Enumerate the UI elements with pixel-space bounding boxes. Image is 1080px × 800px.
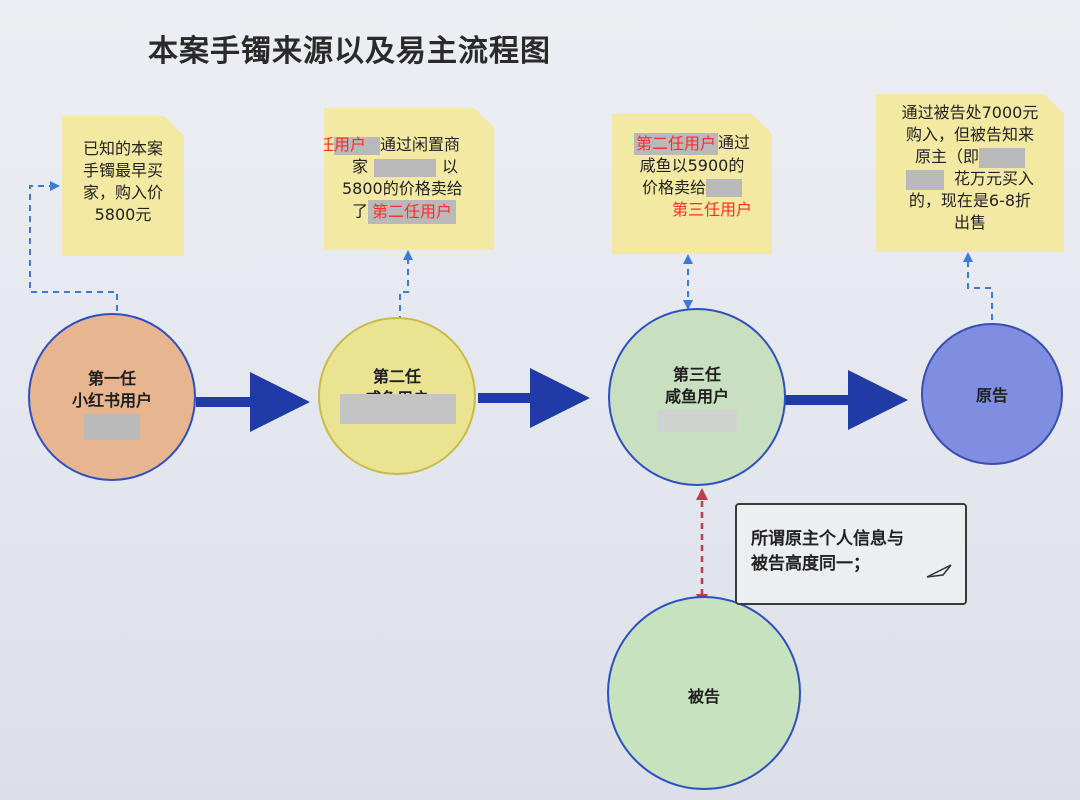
note-line: 已知的本案 bbox=[82, 139, 163, 158]
note-second-owner: 第一任用户通过闲置商 家以 5800的价格卖给 了第二任用户 bbox=[324, 108, 494, 250]
node-line: 咸鱼用户 bbox=[664, 387, 729, 406]
note-line: 价格卖给 bbox=[641, 177, 706, 197]
note-line: 购入，但被告知来 bbox=[905, 125, 1034, 144]
note-line: 家 bbox=[352, 157, 369, 176]
node-line: 被告 bbox=[687, 687, 720, 706]
node-plaintiff bbox=[921, 323, 1063, 465]
node-line: 小红书用户 bbox=[71, 391, 152, 410]
note-plaintiff: 通过被告处7000元 购入，但被告知来 原主（即 花万元买入 的，现在是6-8折… bbox=[876, 94, 1064, 252]
note-line: 手镯最早买 bbox=[82, 161, 163, 180]
label-first-owner: 第一任 小红书用户 bbox=[42, 368, 182, 440]
dashed-connector-plaintiff bbox=[963, 252, 993, 320]
dashed-connector-second bbox=[399, 250, 413, 322]
redacted-block bbox=[374, 159, 436, 177]
note-line: 了 bbox=[352, 201, 369, 221]
redacted-block bbox=[84, 414, 140, 440]
note-line: 的，现在是6-8折 bbox=[908, 191, 1032, 210]
note-line: 家，购入价 bbox=[82, 183, 163, 202]
callout-line: 被告高度同一； bbox=[751, 554, 870, 574]
note-line: 通过被告处7000元 bbox=[901, 103, 1039, 122]
third-user-red-label: 第三任用户 bbox=[671, 199, 752, 219]
redacted-block bbox=[340, 394, 456, 424]
note-line: 出售 bbox=[953, 213, 986, 232]
note-line: 5800的价格卖给 bbox=[342, 179, 463, 198]
redacted-block bbox=[657, 410, 737, 432]
second-user-red-label: 第二任用户 bbox=[635, 133, 716, 153]
callout-line: 所谓原主个人信息与 bbox=[751, 529, 904, 549]
note-line: 通过闲置商 bbox=[380, 135, 461, 154]
callout-box: 所谓原主个人信息与 被告高度同一； bbox=[735, 503, 967, 605]
note-line: 原主（即 bbox=[914, 147, 979, 166]
dashed-connector-first bbox=[29, 181, 118, 322]
redacted-block bbox=[334, 137, 380, 155]
note-line: 花万元买入 bbox=[953, 169, 1034, 188]
note-line: 咸鱼以5900的 bbox=[639, 155, 745, 175]
node-line: 第二任 bbox=[372, 367, 421, 386]
note-line: 以 bbox=[442, 157, 459, 176]
diagram-title: 本案手镯来源以及易主流程图 bbox=[148, 34, 551, 69]
redacted-block bbox=[706, 179, 742, 197]
label-second-owner: 第二任 咸鱼用户 bbox=[330, 366, 464, 424]
label-plaintiff: 原告 bbox=[942, 385, 1042, 407]
node-line: 第三任 bbox=[672, 365, 721, 384]
redacted-block bbox=[906, 170, 944, 190]
redacted-block bbox=[979, 148, 1025, 168]
note-line: 5800元 bbox=[94, 205, 152, 224]
node-line: 原告 bbox=[975, 386, 1008, 405]
pen-mark-icon bbox=[926, 564, 952, 578]
note-third-owner: 第二任用户通过 咸鱼以5900的 价格卖给 第三任用户 bbox=[612, 114, 772, 254]
label-third-owner: 第三任 咸鱼用户 bbox=[627, 364, 767, 432]
note-first-owner: 已知的本案 手镯最早买 家，购入价 5800元 bbox=[62, 116, 184, 256]
second-user-red-label: 第二任用户 bbox=[372, 202, 453, 221]
node-first-owner bbox=[28, 313, 196, 481]
node-defendant bbox=[607, 596, 801, 790]
node-third-owner bbox=[608, 308, 786, 486]
node-line: 第一任 bbox=[87, 369, 136, 388]
label-defendant: 被告 bbox=[654, 686, 754, 708]
note-line: 通过 bbox=[718, 133, 751, 152]
